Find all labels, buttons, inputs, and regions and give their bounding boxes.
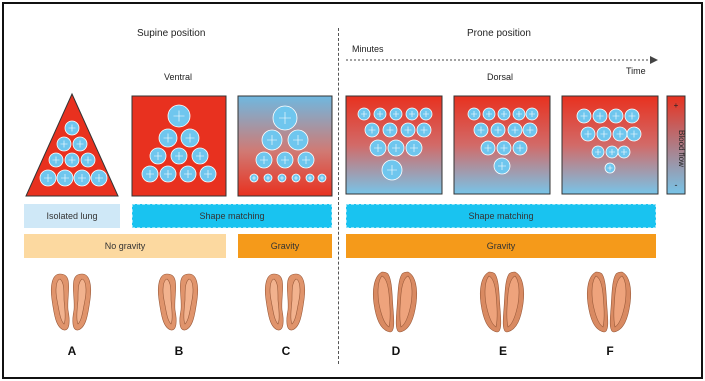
blood-flow-minus: -	[675, 180, 678, 190]
blood-flow-scale: + - Blood flow	[667, 96, 685, 194]
isolated-lung-bar: Isolated lung	[24, 204, 120, 228]
prone-position-heading: Prone position	[467, 28, 531, 39]
lung-panel-e	[454, 96, 550, 194]
panel-label-a: A	[62, 344, 82, 358]
panel-label-e: E	[493, 344, 513, 358]
lung-panel-d	[346, 96, 442, 194]
feet-icon-f	[584, 270, 634, 334]
time-arrow	[346, 56, 666, 66]
minutes-label: Minutes	[352, 44, 384, 54]
feet-icon-a	[46, 270, 96, 334]
blood-flow-label: Blood flow	[677, 130, 686, 167]
shape-matching-prone-bar: Shape matching	[346, 204, 656, 228]
panel-label-d: D	[386, 344, 406, 358]
supine-position-heading: Supine position	[137, 28, 205, 39]
feet-icon-b	[153, 270, 203, 334]
no-gravity-bar: No gravity	[24, 234, 226, 258]
position-divider	[338, 28, 339, 364]
lung-panel-a	[24, 92, 120, 198]
blood-flow-plus: +	[674, 101, 679, 110]
panel-label-c: C	[276, 344, 296, 358]
ventral-label: Ventral	[164, 72, 192, 82]
panel-label-b: B	[169, 344, 189, 358]
lung-panel-f	[562, 96, 658, 194]
feet-icon-e	[477, 270, 527, 334]
panel-label-f: F	[600, 344, 620, 358]
gravity-prone-bar: Gravity	[346, 234, 656, 258]
time-label: Time	[626, 66, 646, 76]
shape-matching-supine-bar: Shape matching	[132, 204, 332, 228]
feet-icon-c	[260, 270, 310, 334]
lung-panel-c	[238, 96, 332, 196]
feet-icon-d	[370, 270, 420, 334]
lung-panel-b	[132, 96, 226, 196]
dorsal-label: Dorsal	[487, 72, 513, 82]
gravity-supine-bar: Gravity	[238, 234, 332, 258]
